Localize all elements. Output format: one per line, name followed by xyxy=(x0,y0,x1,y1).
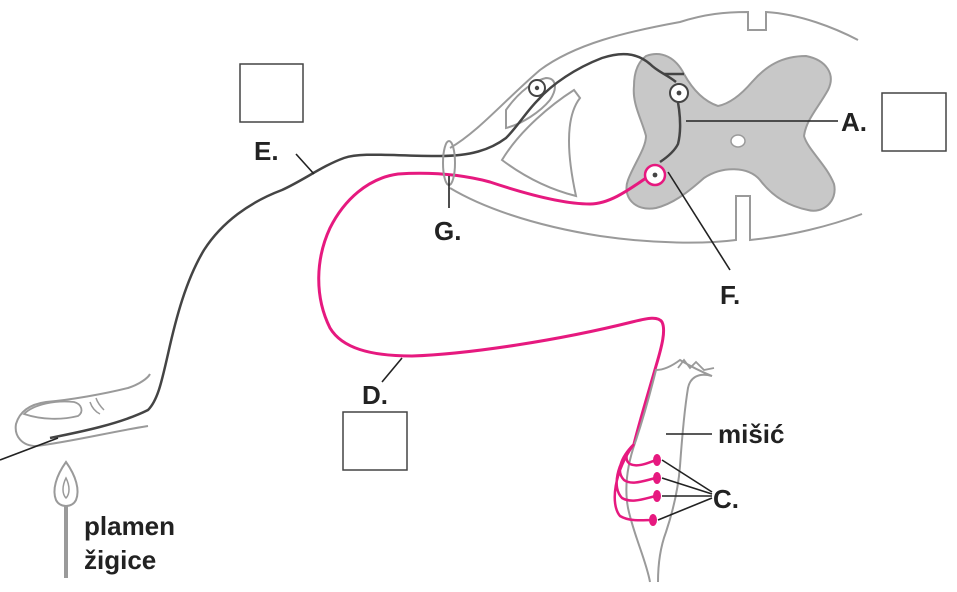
muscle-tendon xyxy=(677,358,715,371)
sensory-nucleus xyxy=(534,85,540,91)
sensory-neuron xyxy=(49,52,677,440)
motor-nucleus xyxy=(652,172,658,178)
label-flame-line2: žigice xyxy=(84,545,156,575)
motor-end-plate-3 xyxy=(653,490,661,502)
leader-c-2 xyxy=(661,477,713,495)
leader-lines xyxy=(0,120,838,521)
interneuron-nucleus xyxy=(676,90,682,96)
match-flame xyxy=(53,460,79,507)
motor-end-plate-1 xyxy=(653,454,661,466)
central-canal xyxy=(730,134,746,148)
leader-receptor xyxy=(0,437,59,461)
label-d: D. xyxy=(362,380,388,410)
finger xyxy=(14,373,151,448)
motor-neuron xyxy=(317,171,666,445)
label-c: C. xyxy=(713,484,739,514)
leader-f xyxy=(667,171,731,271)
leader-e xyxy=(295,153,315,175)
label-muscle: mišić xyxy=(718,419,785,449)
match-flame-inner xyxy=(62,476,70,500)
label-g: G. xyxy=(434,216,461,246)
label-e: E. xyxy=(254,136,279,166)
label-f: F. xyxy=(720,280,740,310)
gray-matter xyxy=(625,53,836,212)
leader-c-4 xyxy=(657,497,713,521)
interneuron xyxy=(659,72,684,164)
label-a: A. xyxy=(841,107,867,137)
fingernail xyxy=(22,400,83,420)
answer-box-e[interactable] xyxy=(239,63,304,123)
leader-d xyxy=(381,357,403,383)
ventral-root xyxy=(500,88,582,198)
spinal-cord-outline xyxy=(449,10,863,244)
leader-c-1 xyxy=(661,459,713,493)
label-flame-line1: plamen xyxy=(84,511,175,541)
motor-branches xyxy=(613,443,657,522)
motor-end-plate-2 xyxy=(653,472,661,484)
answer-box-a[interactable] xyxy=(881,92,947,152)
answer-box-d[interactable] xyxy=(342,411,408,471)
muscle xyxy=(625,358,713,583)
finger-creases xyxy=(89,397,105,415)
motor-end-plate-4 xyxy=(649,514,657,526)
